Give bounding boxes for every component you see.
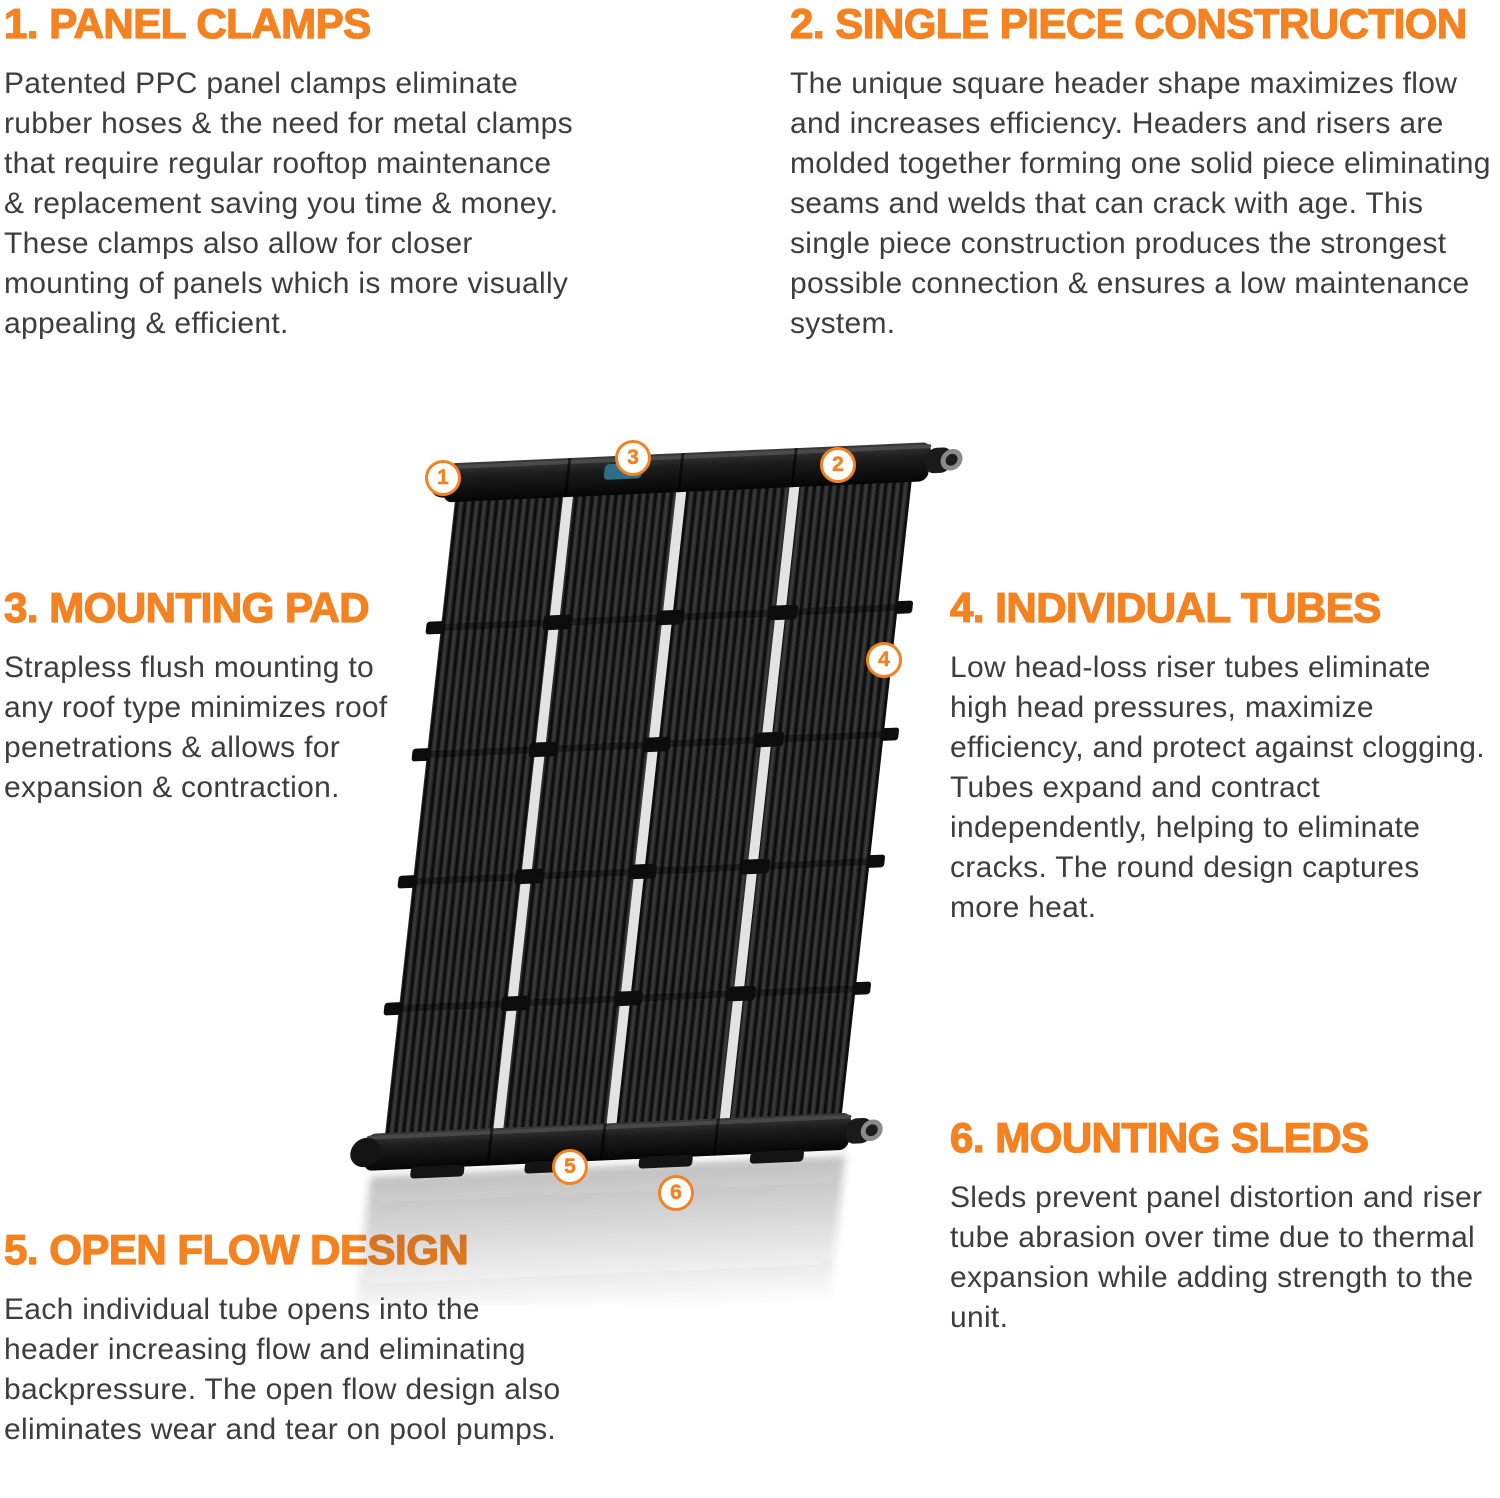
- feature-body-mounting-pad: Strapless flush mounting to any roof typ…: [4, 651, 388, 805]
- feature-body-panel-clamps: Patented PPC panel clamps eliminate rubb…: [4, 67, 573, 341]
- feature-section-individual-tubes: 4. INDIVIDUAL TUBES Low head-loss riser …: [949, 584, 1495, 928]
- callout-badge-4: 4: [866, 642, 902, 678]
- feature-title-mounting-sleds: 6. MOUNTING SLEDS: [949, 1114, 1369, 1161]
- callout-badge-2: 2: [820, 447, 856, 483]
- panel-bottom-header: [350, 1113, 883, 1179]
- callout-badge-1: 1: [425, 460, 461, 496]
- feature-body-single-piece-construction: The unique square header shape maximizes…: [790, 67, 1491, 341]
- feature-title-panel-clamps: 1. PANEL CLAMPS: [3, 0, 371, 47]
- callout-badge-5: 5: [552, 1149, 588, 1185]
- panel-reflection: [354, 1155, 846, 1305]
- feature-section-single-piece-construction: 2. SINGLE PIECE CONSTRUCTION The unique …: [789, 0, 1498, 344]
- feature-section-mounting-pad: 3. MOUNTING PAD Strapless flush mounting…: [3, 584, 399, 808]
- callout-badge-6: 6: [658, 1175, 694, 1211]
- feature-section-panel-clamps: 1. PANEL CLAMPS Patented PPC panel clamp…: [3, 0, 579, 344]
- bottom-pipe-port: [845, 1117, 883, 1144]
- feature-section-mounting-sleds: 6. MOUNTING SLEDS Sleds prevent panel di…: [949, 1114, 1495, 1338]
- mounting-straps: [383, 600, 914, 1016]
- feature-title-individual-tubes: 4. INDIVIDUAL TUBES: [949, 584, 1382, 631]
- top-pipe-port: [925, 447, 963, 474]
- feature-body-open-flow-design: Each individual tube opens into the head…: [4, 1293, 561, 1447]
- feature-body-mounting-sleds: Sleds prevent panel distortion and riser…: [950, 1181, 1483, 1335]
- feature-body-individual-tubes: Low head-loss riser tubes eliminate high…: [950, 651, 1485, 925]
- feature-title-single-piece-construction: 2. SINGLE PIECE CONSTRUCTION: [789, 0, 1468, 47]
- solar-panel-illustration: [350, 442, 963, 1305]
- panel-body: [383, 479, 914, 1136]
- callout-badge-3: 3: [615, 440, 651, 476]
- feature-title-mounting-pad: 3. MOUNTING PAD: [3, 584, 370, 631]
